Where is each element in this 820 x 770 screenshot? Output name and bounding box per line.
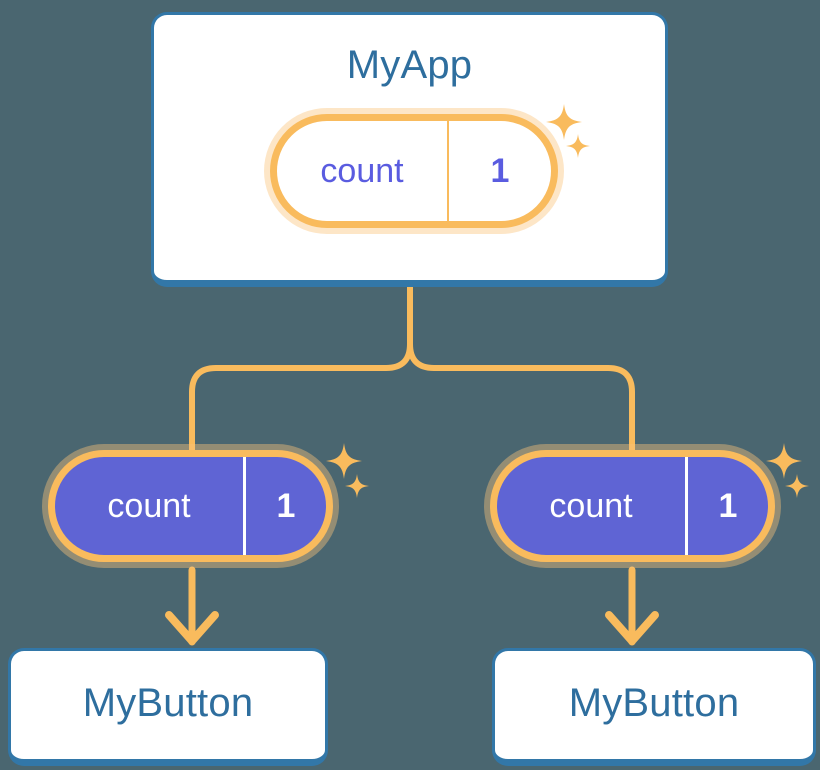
state-pill-value: 1 [447,121,551,221]
arrow-left-head-icon [165,611,219,645]
state-pill-value: 1 [243,457,326,555]
state-pill-value: 1 [685,457,768,555]
component-card-mybutton-right[interactable]: MyButton [492,648,816,766]
fork-connector [189,284,413,453]
card-title-mybutton: MyButton [82,681,254,725]
sparkle-small-icon [345,474,369,498]
state-pill-mybutton-right[interactable]: count 1 [490,450,775,562]
state-pill-key: count [320,152,404,190]
card-title-myapp: MyApp [346,43,473,87]
state-pill-myapp[interactable]: count 1 [270,114,558,228]
component-card-mybutton-left[interactable]: MyButton [8,648,328,766]
card-title-mybutton: MyButton [568,681,740,725]
state-pill-key: count [107,487,191,525]
sparkle-small-icon [785,474,809,498]
state-pill-key: count [549,487,633,525]
state-pill-mybutton-left[interactable]: count 1 [48,450,333,562]
sparkle-large-icon [766,443,802,479]
fork-connector-right [407,341,635,453]
arrow-right-head-icon [605,611,659,645]
sparkle-large-icon [326,443,362,479]
